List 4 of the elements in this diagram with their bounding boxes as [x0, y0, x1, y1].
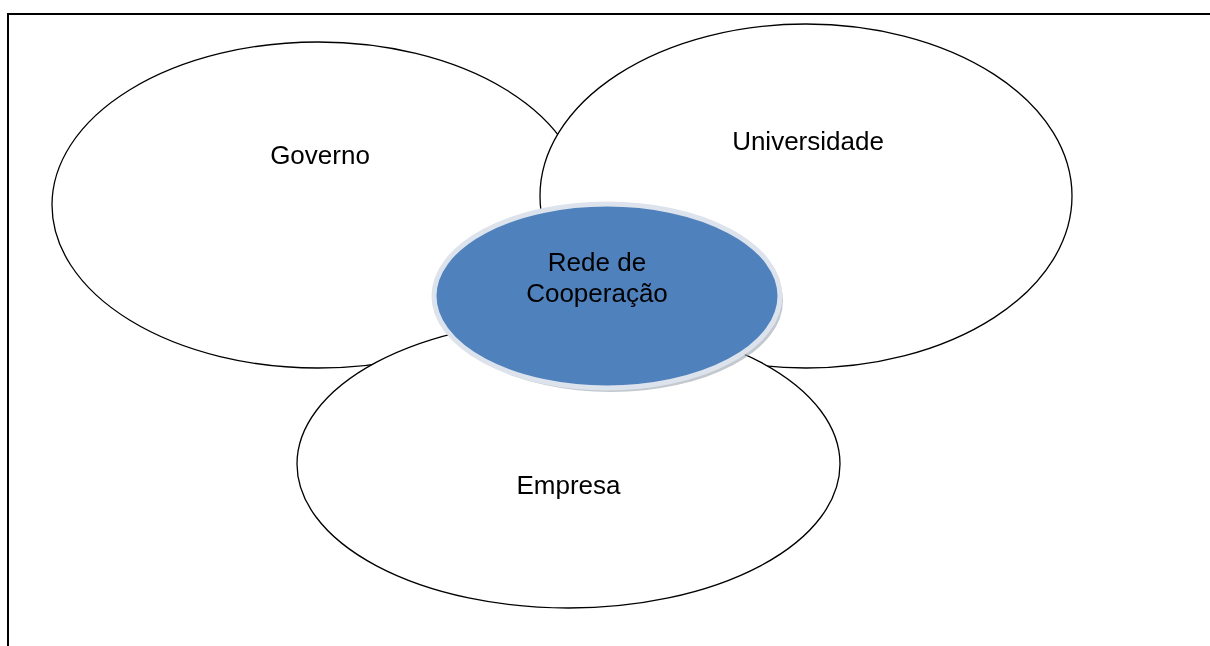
node-label: Empresa — [515, 470, 622, 502]
node-label: Governo — [269, 140, 371, 172]
node-label: Rede de Cooperação — [525, 247, 669, 310]
node-label: Universidade — [731, 126, 885, 158]
